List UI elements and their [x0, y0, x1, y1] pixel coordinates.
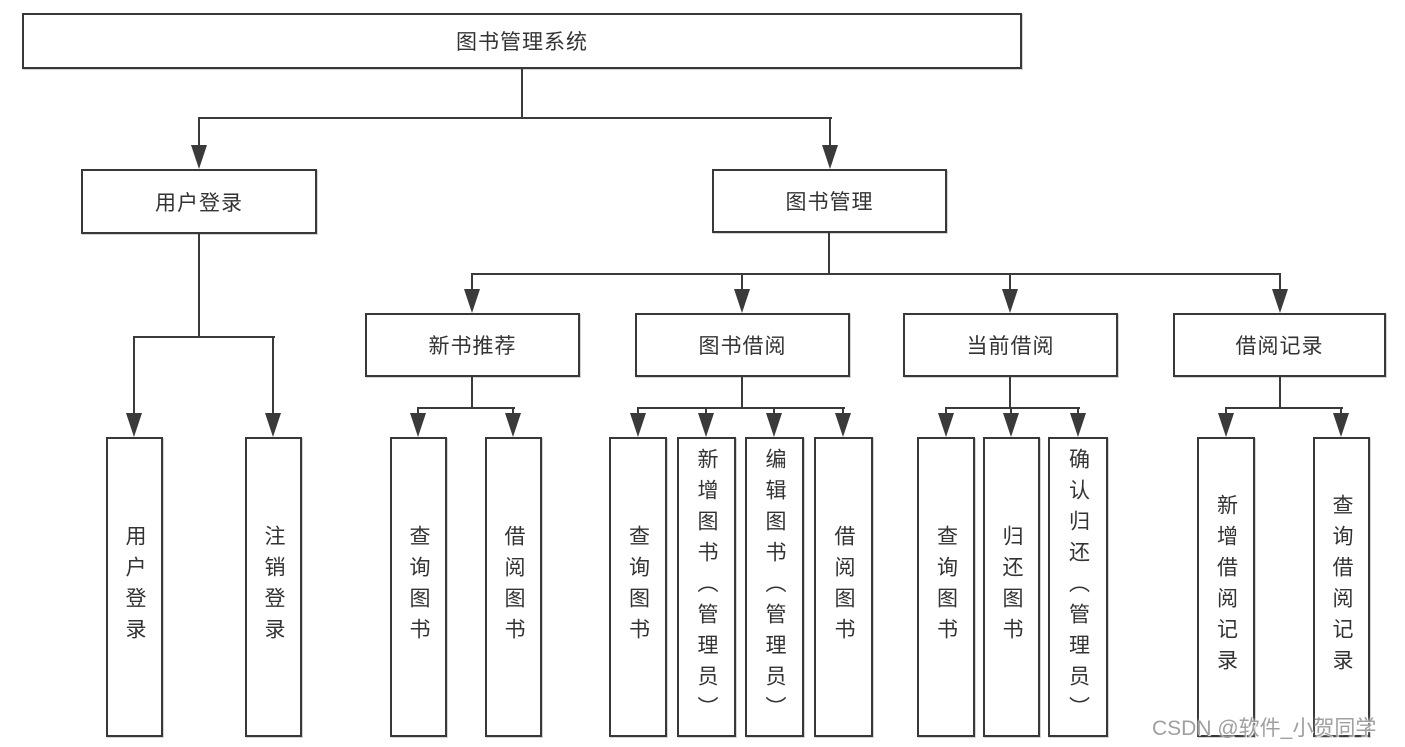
leaf-label: 编辑图书（管理员）: [763, 447, 786, 727]
connector-borrow-stem2: [705, 407, 707, 415]
node-borrow-record: 借阅记录: [1173, 313, 1386, 377]
node-borrow-record-label: 借阅记录: [1235, 335, 1324, 358]
connector-record-vline: [1279, 377, 1281, 409]
connector-record-hline: [1225, 407, 1343, 409]
connector-mgmt-vline: [828, 233, 830, 275]
arrow-down-icon: [835, 413, 851, 437]
connector-userlogin-vline: [198, 234, 200, 338]
arrow-down-icon: [1333, 413, 1349, 437]
node-current-borrow: 当前借阅: [903, 313, 1118, 377]
node-leaf-borrow-book-1: 借阅图书: [485, 437, 542, 737]
arrow-down-icon: [191, 145, 207, 169]
arrow-down-icon: [410, 413, 426, 437]
arrow-down-icon: [126, 413, 142, 437]
node-leaf-query-book-1: 查询图书: [390, 437, 447, 737]
leaf-label: 新增图书（管理员）: [695, 447, 718, 727]
connector-root-hline: [198, 117, 832, 119]
connector-newbook-hline: [417, 407, 515, 409]
arrow-down-icon: [1218, 413, 1234, 437]
connector-root-stem-left: [198, 117, 200, 147]
node-leaf-add-book-admin: 新增图书（管理员）: [677, 437, 736, 737]
node-book-borrow: 图书借阅: [635, 313, 850, 377]
node-leaf-user-login: 用户登录: [106, 437, 163, 737]
connector-mgmt-stem2: [741, 273, 743, 291]
connector-borrow-vline: [741, 377, 743, 409]
leaf-label: 查询图书: [934, 525, 958, 649]
leaf-label: 确认归还（管理员）: [1066, 447, 1090, 727]
connector-current-stem2: [1010, 407, 1012, 415]
connector-mgmt-stem4: [1279, 273, 1281, 291]
connector-borrow-stem4: [842, 407, 844, 415]
arrow-down-icon: [1070, 413, 1086, 437]
arrow-down-icon: [630, 413, 646, 437]
node-leaf-query-book-3: 查询图书: [917, 437, 975, 737]
arrow-down-icon: [822, 145, 838, 169]
node-leaf-query-book-2: 查询图书: [609, 437, 667, 737]
leaf-label: 查询图书: [407, 525, 430, 649]
connector-newbook-vline: [471, 377, 473, 409]
connector-current-stem1: [945, 407, 947, 415]
leaf-label: 新增借阅记录: [1214, 494, 1238, 680]
node-user-login: 用户登录: [81, 169, 317, 234]
node-leaf-return-book: 归还图书: [983, 437, 1040, 737]
node-leaf-query-borrow-record: 查询借阅记录: [1313, 437, 1370, 737]
node-user-login-label: 用户登录: [155, 191, 243, 215]
node-leaf-confirm-return-admin: 确认归还（管理员）: [1048, 437, 1108, 737]
node-book-management-label: 图书管理: [785, 191, 874, 214]
arrow-down-icon: [265, 413, 281, 437]
arrow-down-icon: [734, 289, 750, 313]
arrow-down-icon: [1002, 289, 1018, 313]
connector-mgmt-stem3: [1009, 273, 1011, 291]
node-new-book-recommend: 新书推荐: [365, 313, 580, 377]
connector-record-stem2: [1340, 407, 1342, 415]
node-root: 图书管理系统: [22, 13, 1022, 69]
leaf-label: 借阅图书: [832, 525, 855, 649]
leaf-label: 查询图书: [626, 525, 650, 649]
connector-root-vline: [521, 69, 523, 118]
node-leaf-add-borrow-record: 新增借阅记录: [1197, 437, 1255, 737]
connector-current-hline: [945, 407, 1080, 409]
csdn-watermark: CSDN @软件_小贺同学: [1152, 717, 1377, 740]
node-book-borrow-label: 图书借阅: [698, 335, 787, 358]
leaf-label: 注销登录: [262, 525, 285, 649]
arrow-down-icon: [1003, 413, 1019, 437]
leaf-label: 查询借阅记录: [1330, 494, 1353, 680]
arrow-down-icon: [464, 289, 480, 313]
arrow-down-icon: [698, 413, 714, 437]
node-book-management: 图书管理: [712, 169, 947, 233]
connector-userlogin-stem2: [272, 336, 274, 415]
connector-current-stem3: [1077, 407, 1079, 415]
connector-mgmt-hline: [471, 273, 1281, 275]
connector-newbook-stem1: [417, 407, 419, 415]
arrow-down-icon: [766, 413, 782, 437]
connector-newbook-stem2: [512, 407, 514, 415]
arrow-down-icon: [938, 413, 954, 437]
connector-record-stem1: [1225, 407, 1227, 415]
connector-borrow-stem3: [773, 407, 775, 415]
node-leaf-logout: 注销登录: [245, 437, 302, 737]
connector-userlogin-hline: [133, 336, 275, 338]
node-new-book-recommend-label: 新书推荐: [428, 335, 517, 358]
leaf-label: 用户登录: [123, 525, 146, 649]
connector-current-vline: [1009, 377, 1011, 409]
connector-root-stem-right: [829, 117, 831, 147]
connector-borrow-hline: [637, 407, 845, 409]
connector-mgmt-stem1: [471, 273, 473, 291]
node-leaf-borrow-book-2: 借阅图书: [814, 437, 873, 737]
connector-userlogin-stem1: [133, 336, 135, 415]
arrow-down-icon: [505, 413, 521, 437]
connector-borrow-stem1: [637, 407, 639, 415]
leaf-label: 借阅图书: [502, 525, 525, 649]
node-leaf-edit-book-admin: 编辑图书（管理员）: [745, 437, 804, 737]
arrow-down-icon: [1272, 289, 1288, 313]
node-current-borrow-label: 当前借阅: [966, 335, 1055, 358]
leaf-label: 归还图书: [1000, 525, 1023, 649]
node-root-label: 图书管理系统: [456, 31, 588, 54]
